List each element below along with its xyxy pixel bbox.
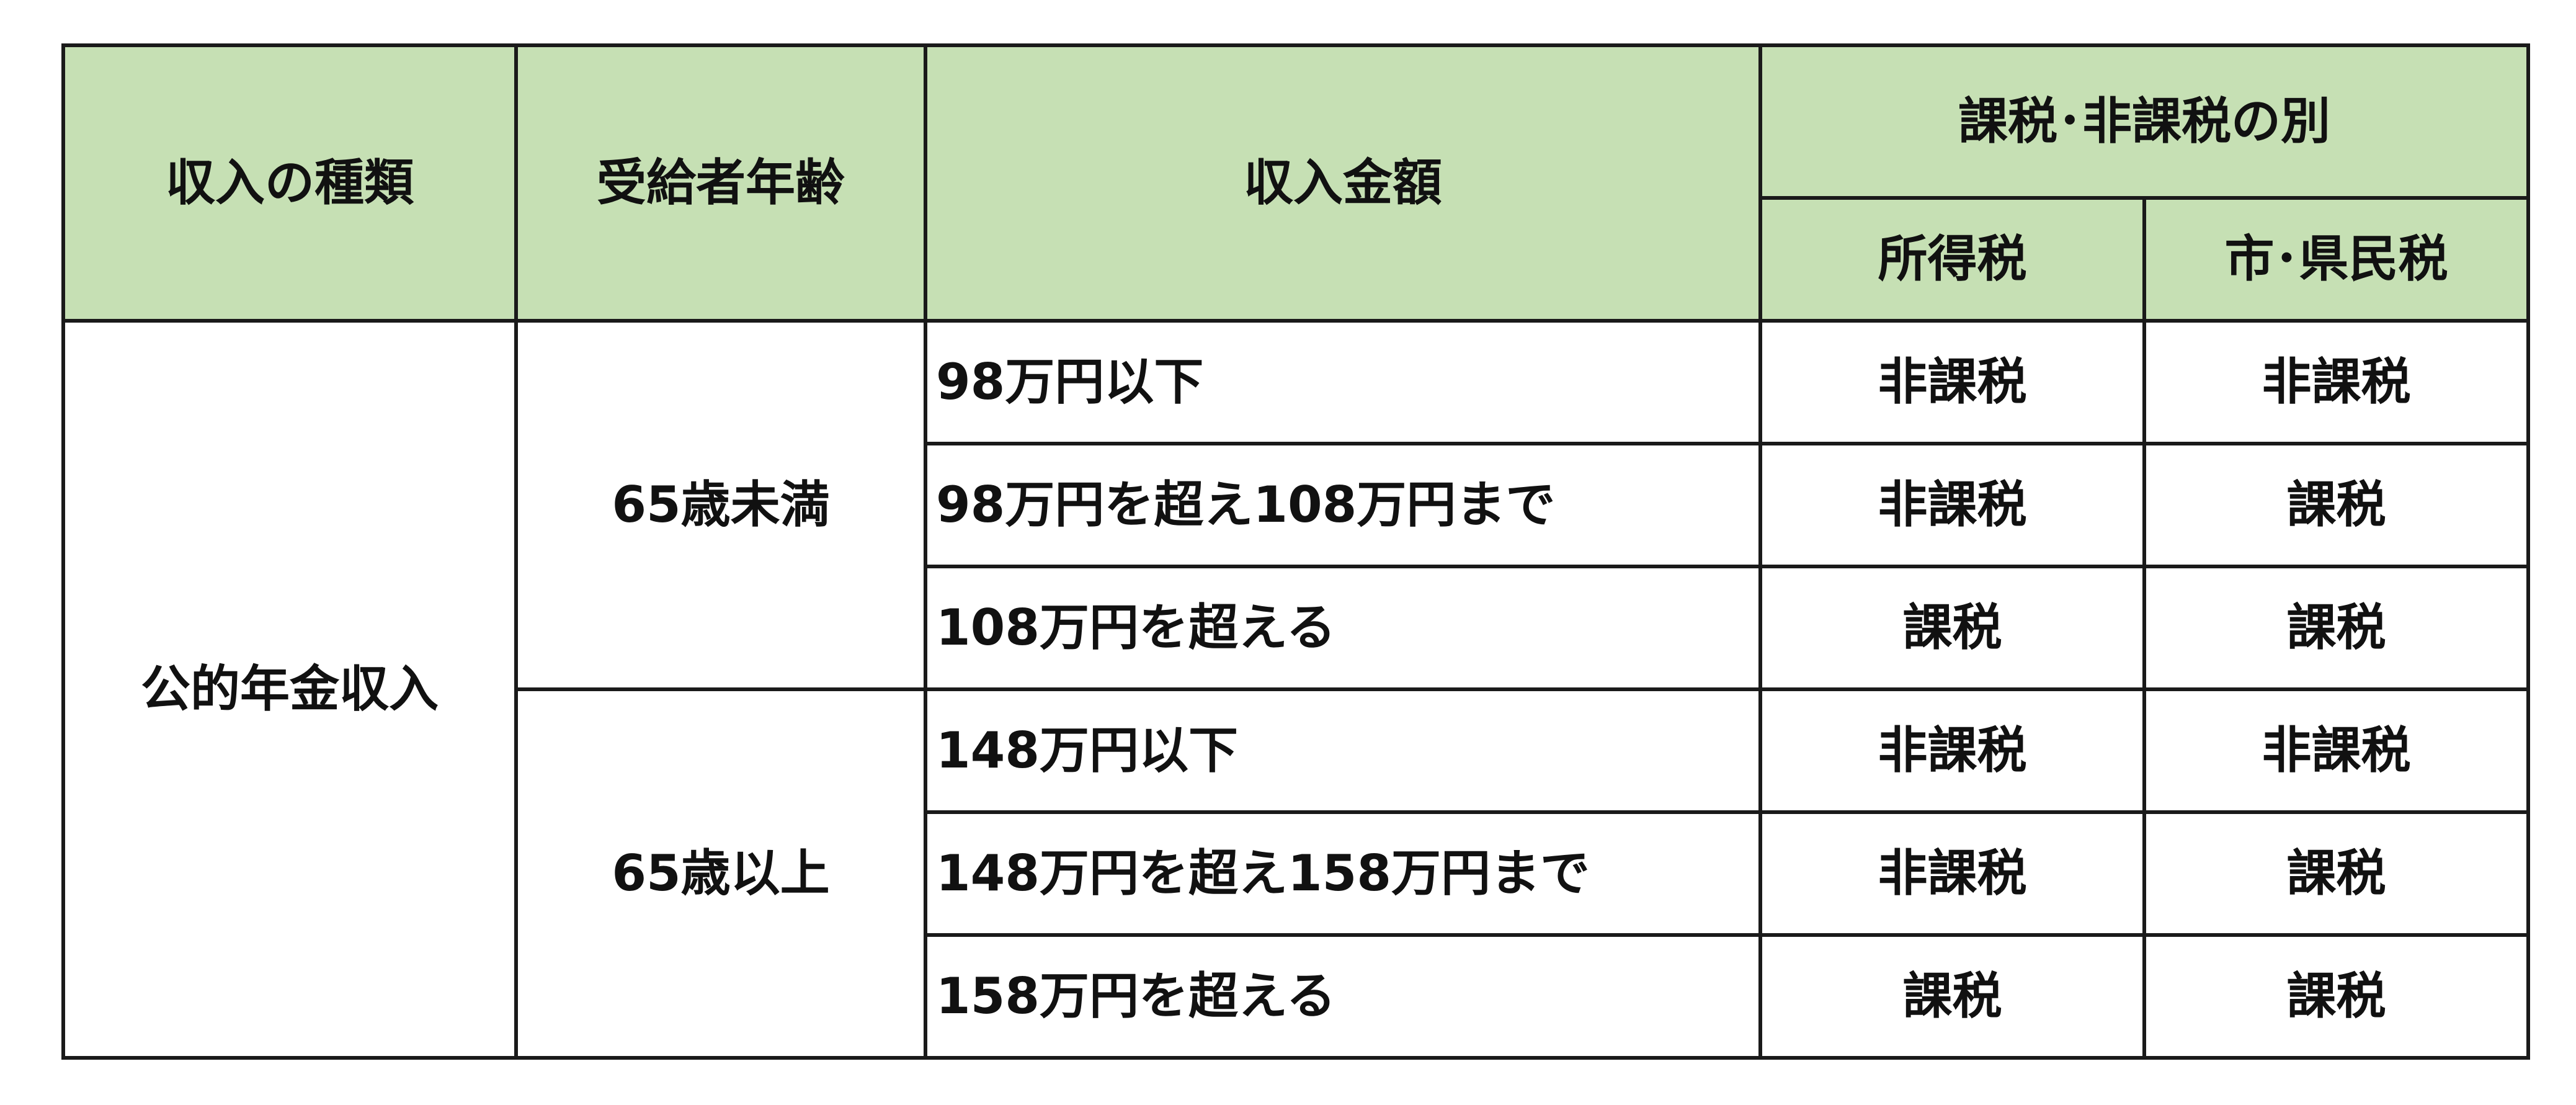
resident-tax-cell: 課税 <box>2142 565 2530 691</box>
header-income-type: 収入の種類 <box>61 43 518 323</box>
income-tax-cell: 非課税 <box>1758 319 2146 445</box>
table-row: 公的年金収入 65歳未満 98万円以下 非課税 非課税 <box>61 319 2530 1060</box>
header-income-tax: 所得税 <box>1758 196 2146 323</box>
table-row: 98万円を超え108万円まで 非課税 課税 <box>63 442 2530 568</box>
amount-cell: 158万円を超える <box>924 933 1762 1060</box>
header-resident-tax: 市･県民税 <box>2142 196 2530 323</box>
header-income-amount: 収入金額 <box>924 43 1762 323</box>
income-tax-cell: 課税 <box>1758 565 2146 691</box>
header-recipient-age: 受給者年齢 <box>514 43 927 323</box>
header-row-2: 所得税 市･県民税 <box>63 196 2530 323</box>
table-body: 公的年金収入 65歳未満 98万円以下 非課税 非課税 98万円を超え108万円… <box>61 319 2530 1060</box>
table-row: 148万円を超え158万円まで 非課税 課税 <box>63 810 2530 937</box>
amount-cell: 108万円を超える <box>924 565 1762 691</box>
table-row: 158万円を超える 課税 課税 <box>63 933 2530 1060</box>
amount-cell: 98万円を超え108万円まで <box>924 442 1762 568</box>
age-group-cell: 65歳以上 <box>514 687 927 1060</box>
income-tax-cell: 非課税 <box>1758 687 2146 814</box>
amount-cell: 98万円以下 <box>924 319 1762 445</box>
resident-tax-cell: 課税 <box>2142 442 2530 568</box>
amount-cell: 148万円を超え158万円まで <box>924 810 1762 937</box>
amount-cell: 148万円以下 <box>924 687 1762 814</box>
resident-tax-cell: 課税 <box>2142 933 2530 1060</box>
income-tax-cell: 非課税 <box>1758 442 2146 568</box>
table-row: 65歳以上 148万円以下 非課税 非課税 <box>63 687 2530 1060</box>
table-row: 108万円を超える 課税 課税 <box>63 565 2530 691</box>
income-tax-cell: 非課税 <box>1758 810 2146 937</box>
age-group-cell: 65歳未満 <box>514 319 927 691</box>
resident-tax-cell: 非課税 <box>2142 319 2530 445</box>
income-category-cell: 公的年金収入 <box>61 319 518 1060</box>
income-tax-cell: 課税 <box>1758 933 2146 1060</box>
table-header: 収入の種類 受給者年齢 収入金額 課税･非課税の別 所得税 市･県民税 <box>61 43 2530 323</box>
resident-tax-cell: 非課税 <box>2142 687 2530 814</box>
header-tax-status: 課税･非課税の別 <box>1758 43 2530 200</box>
resident-tax-cell: 課税 <box>2142 810 2530 937</box>
pension-tax-table: 収入の種類 受給者年齢 収入金額 課税･非課税の別 所得税 市･県民税 公的年金… <box>61 43 2530 1060</box>
header-row-1: 収入の種類 受給者年齢 収入金額 課税･非課税の別 <box>61 43 2530 323</box>
